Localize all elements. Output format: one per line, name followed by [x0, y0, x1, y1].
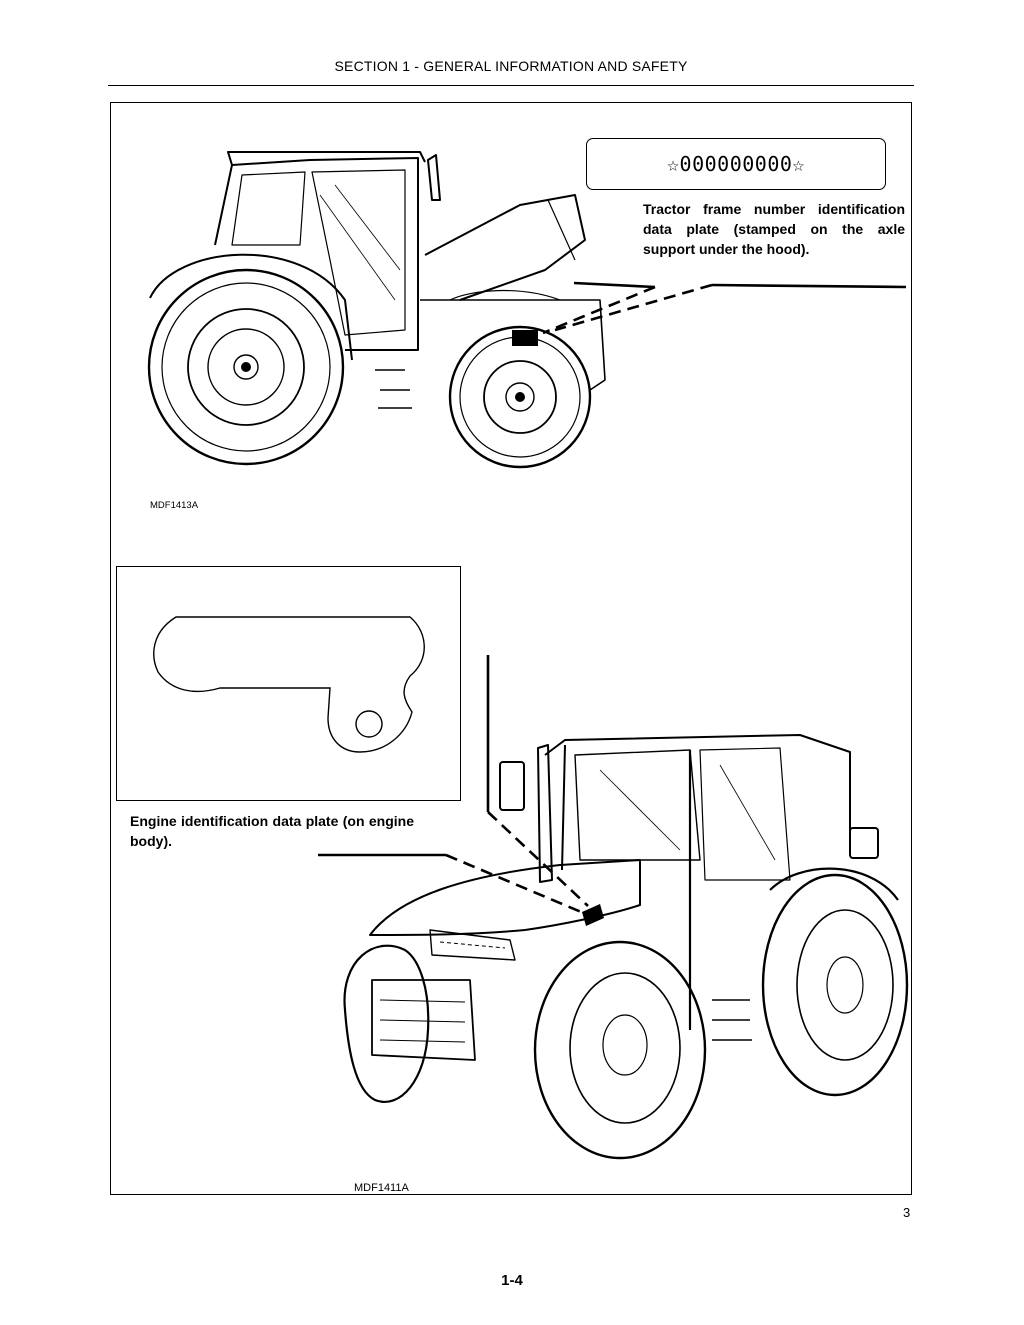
tractor-side-view-illustration	[147, 151, 606, 469]
frame-number-plate: ☆000000000☆	[586, 138, 886, 190]
figure-frame	[110, 102, 912, 1195]
engine-plate-outline	[153, 616, 425, 753]
engine-plate-caption: Engine identification data plate (on eng…	[130, 813, 414, 849]
header-rule	[108, 85, 914, 86]
section-header: SECTION 1 - GENERAL INFORMATION AND SAFE…	[334, 58, 688, 74]
figure-number: 3	[903, 1205, 911, 1220]
page-footer: 1-4	[501, 1272, 523, 1289]
top-figure-code: MDF1413A	[150, 500, 199, 511]
frame-plate-caption: Tractor frame number identification data…	[643, 201, 905, 257]
frame-plate-marker	[512, 330, 538, 346]
engine-plate-marker	[582, 904, 604, 926]
engine-plate-leader-lines	[318, 655, 589, 916]
bottom-figure-code: MDF1411A	[354, 1182, 409, 1194]
engine-plate-inset	[116, 566, 461, 801]
tractor-front-view-illustration	[343, 734, 909, 1160]
frame-plate-leader-lines	[542, 281, 907, 335]
